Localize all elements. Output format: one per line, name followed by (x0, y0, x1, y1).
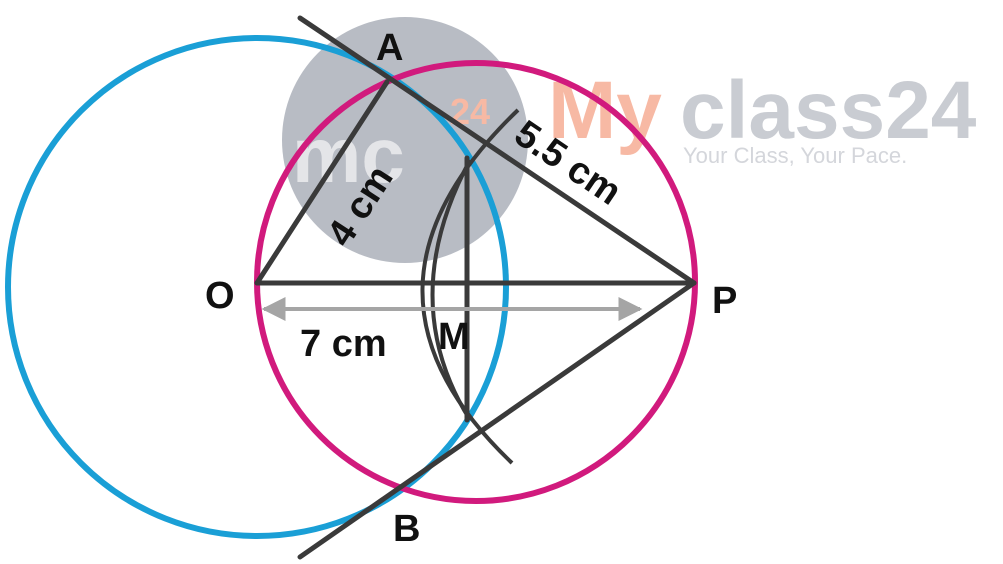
circle-centre-o (5, 35, 509, 539)
watermark-tagline: Your Class, Your Pace. (683, 143, 907, 168)
segment-oa (254, 79, 390, 286)
length-label-op: 7 cm (300, 323, 387, 365)
point-label-p: P (712, 280, 737, 322)
watermark: mc 24 My class24 Your Class, Your Pace. (282, 17, 977, 263)
tangent-pb (297, 280, 697, 560)
tangent-pa (297, 15, 697, 286)
watermark-logo-mc: mc (292, 111, 405, 199)
point-label-o: O (205, 275, 235, 317)
point-label-m: M (438, 316, 470, 358)
point-label-b: B (393, 508, 420, 550)
watermark-brand-class24: class24 (680, 65, 977, 156)
point-label-a: A (376, 27, 403, 69)
